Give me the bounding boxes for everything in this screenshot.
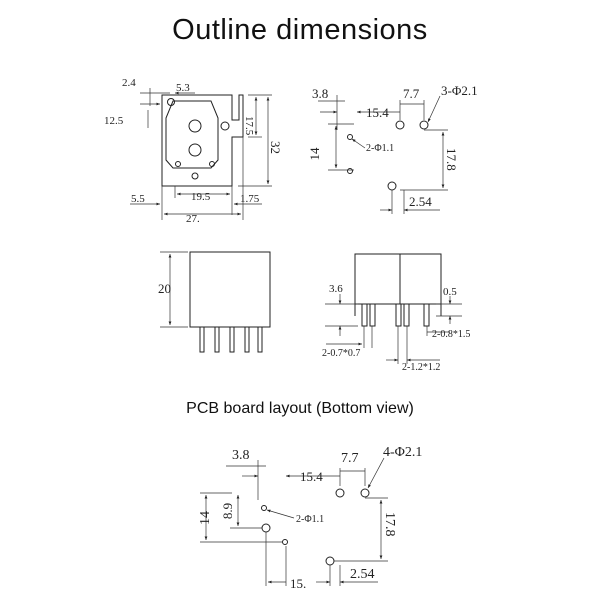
pcb-pin-hole	[335, 488, 345, 498]
dim-14: 14	[307, 147, 322, 161]
pcb-small-hole	[261, 505, 267, 511]
pcb-dim-2-54: 2.54	[350, 567, 375, 582]
dim-2-4: 2.4	[122, 77, 136, 89]
dim-7-7: 7.7	[403, 86, 420, 101]
small-pin-hole	[191, 172, 199, 180]
pcb-layout-title: PCB board layout (Bottom view)	[186, 400, 414, 417]
pcb-dim-15-4: 15.4	[300, 469, 323, 484]
pcb-dim-3-8: 3.8	[232, 448, 250, 463]
pcb-dim-2-phi-1-1: 2-Φ1.1	[296, 514, 324, 525]
outline-end-view: 3.6 0.5 2-0.8*1.5 2-0.7*0.7 2-1.2*1.2	[322, 253, 470, 373]
relay-end-body	[354, 253, 442, 305]
dim-3-6: 3.6	[329, 283, 343, 295]
dim-32: 32	[268, 141, 283, 154]
coil-pin-hole	[188, 119, 202, 133]
dim-2-0-8x1-5: 2-0.8*1.5	[432, 329, 470, 340]
dim-17-5: 17.5	[243, 116, 255, 136]
dim-12-5: 12.5	[104, 115, 124, 127]
small-pin-hole	[347, 134, 353, 140]
pcb-small-hole	[282, 539, 288, 545]
relay-side-body	[189, 251, 271, 328]
dim-20: 20	[158, 281, 171, 296]
dim-27: 27.	[186, 213, 200, 225]
outline-dimensions-title: Outline dimensions	[172, 14, 428, 46]
pcb-dim-14: 14	[198, 511, 213, 525]
dim-2-1-2x1-2: 2-1.2*1.2	[402, 362, 440, 373]
outline-side-view: 20	[158, 251, 271, 353]
contact-pin-hole	[220, 121, 230, 131]
pcb-layout-drawing: 3.8 7.7 4-Φ2.1 15.4 14 8.9 2-Φ1.1 17.8 1…	[198, 445, 422, 591]
pcb-dim-4-phi-2-1: 4-Φ2.1	[383, 445, 422, 460]
dim-2-phi-1-1: 2-Φ1.1	[366, 143, 394, 154]
dim-0-5: 0.5	[443, 286, 457, 298]
pcb-pin-hole	[360, 488, 370, 498]
outline-pin-layout: 3.8 7.7 3-Φ2.1 15.4 14 2-Φ1.1 17.8 2.54	[307, 83, 478, 214]
dim-1-75: 1.75	[240, 193, 260, 205]
dim-15-4: 15.4	[366, 105, 389, 120]
relay-pins	[199, 326, 263, 353]
pin-hole	[387, 181, 397, 191]
dim-2-54: 2.54	[409, 194, 432, 209]
pin-hole	[419, 120, 429, 130]
pcb-dim-15: 15.	[290, 576, 306, 591]
outline-top-view: 2.4 5.3 12.5 17.5 32 19.5 5.5 27. 1.75	[104, 77, 283, 225]
pcb-dim-17-8: 17.8	[382, 512, 397, 537]
pcb-dim-8-9: 8.9	[220, 503, 235, 519]
small-pin-hole	[347, 168, 353, 174]
relay-top-body	[161, 94, 244, 187]
coil-pin-hole	[188, 143, 202, 157]
pcb-dim-7-7: 7.7	[341, 451, 359, 466]
small-pin-hole	[209, 161, 215, 167]
dim-3-phi-2-1: 3-Φ2.1	[441, 83, 478, 98]
relay-inner-frame	[165, 100, 219, 169]
dim-5-3: 5.3	[176, 82, 190, 94]
corner-hole	[167, 98, 175, 106]
dim-3-8: 3.8	[312, 86, 328, 101]
dim-5-5: 5.5	[131, 193, 145, 205]
small-pin-hole	[175, 161, 181, 167]
dim-2-0-7x0-7: 2-0.7*0.7	[322, 348, 360, 359]
pcb-pin-hole	[261, 523, 271, 533]
pin-hole	[395, 120, 405, 130]
dim-19-5: 19.5	[191, 191, 211, 203]
pcb-pin-hole	[325, 556, 335, 566]
dim-17-8: 17.8	[444, 148, 459, 171]
